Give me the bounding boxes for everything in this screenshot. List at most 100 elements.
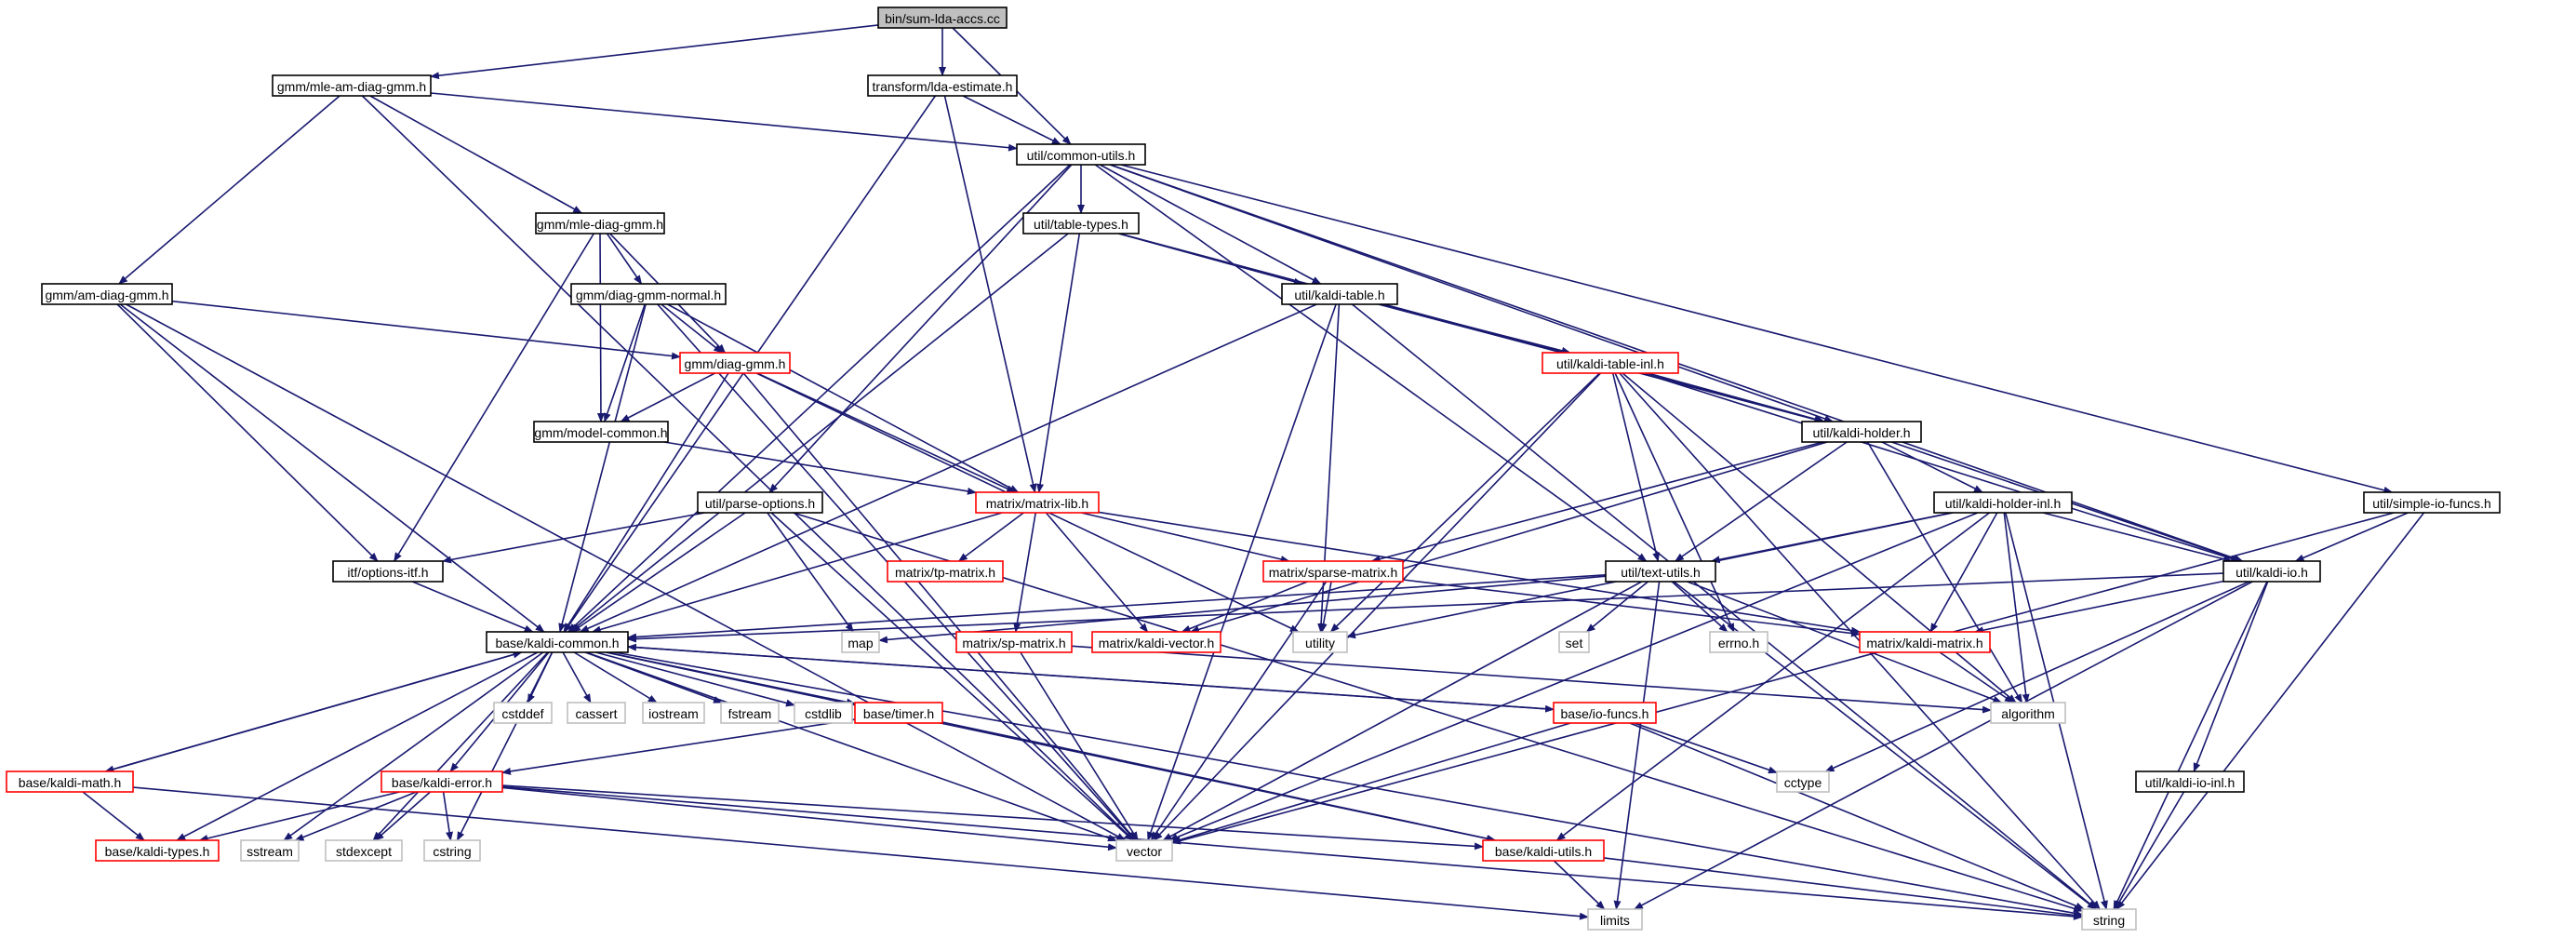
edge-mle-diag-to-diag-normal (606, 233, 643, 285)
edge-text-utils-to-errno (1671, 581, 1728, 633)
edge-kaldi-error-to-string (501, 785, 2083, 920)
node-kaldi-math[interactable]: base/kaldi-math.h (6, 770, 134, 793)
node-box (423, 839, 481, 862)
edge-kaldi-common-to-cstring (456, 651, 554, 841)
node-matrix-lib[interactable]: matrix/matrix-lib.h (975, 491, 1100, 514)
edge-holder-to-sparse-matrix (1370, 441, 1823, 563)
node-text-utils[interactable]: util/text-utils.h (1605, 560, 1716, 583)
node-box (332, 560, 444, 583)
node-limits: limits (1587, 908, 1643, 931)
node-box (867, 74, 1018, 97)
edge-am-diag-to-diag-gmm (171, 300, 681, 360)
node-box (1859, 631, 1991, 653)
node-timer[interactable]: base/timer.h (854, 702, 943, 724)
edge-kaldi-utils-to-limits (1553, 860, 1606, 910)
node-label: cstring (433, 844, 471, 859)
edge-common-utils-to-kaldi-table (1100, 164, 1322, 285)
edge-kaldi-error-to-kaldi-utils (501, 784, 1484, 851)
node-box (1933, 491, 2073, 514)
node-diag-gmm[interactable]: gmm/diag-gmm.h (679, 352, 791, 374)
node-label: base/kaldi-math.h (19, 775, 122, 790)
edge-transform-to-common-utils (962, 95, 1061, 145)
node-label: gmm/mle-diag-gmm.h (537, 217, 663, 232)
node-box (720, 702, 780, 724)
node-mle-diag[interactable]: gmm/mle-diag-gmm.h (535, 212, 665, 234)
node-kaldi-vector[interactable]: matrix/kaldi-vector.h (1091, 631, 1221, 653)
edge-mle-am-to-am-diag (118, 95, 340, 285)
node-simple-io[interactable]: util/simple-io-funcs.h (2363, 491, 2501, 514)
node-table-types[interactable]: util/table-types.h (1022, 212, 1140, 234)
edge-table-inl-to-errno (1614, 372, 1735, 633)
node-label: gmm/model-common.h (534, 425, 667, 440)
node-label: gmm/diag-gmm-normal.h (576, 288, 721, 302)
node-label: limits (1600, 913, 1630, 928)
node-box (1022, 212, 1140, 234)
edge-mle-am-to-common-utils (430, 92, 1018, 152)
node-io-funcs[interactable]: base/io-funcs.h (1553, 702, 1657, 724)
node-options-itf[interactable]: itf/options-itf.h (332, 560, 444, 583)
node-kaldi-table[interactable]: util/kaldi-table.h (1281, 283, 1398, 305)
node-label: base/kaldi-types.h (105, 844, 210, 859)
node-string: string (2081, 908, 2137, 931)
node-box (535, 212, 665, 234)
node-box (486, 631, 629, 653)
edge-parse-options-to-options-itf (442, 512, 705, 564)
node-kaldi-error[interactable]: base/kaldi-error.h (380, 770, 503, 793)
node-label: cstddef (501, 706, 543, 721)
node-cstring: cstring (423, 839, 481, 862)
node-label: errno.h (1718, 636, 1759, 650)
edge-timer-to-kaldi-utils (941, 721, 1497, 843)
edge-io-funcs-to-string (1629, 722, 2086, 910)
node-label: algorithm (2001, 706, 2055, 721)
node-sp-matrix[interactable]: matrix/sp-matrix.h (955, 631, 1073, 653)
node-mle-am[interactable]: gmm/mle-am-diag-gmm.h (272, 74, 432, 97)
node-label: base/kaldi-common.h (495, 636, 619, 650)
node-diag-normal[interactable]: gmm/diag-gmm-normal.h (570, 283, 727, 305)
edge-kaldi-table-to-vector (1147, 303, 1337, 841)
edge-diag-normal-to-diag-gmm (661, 303, 723, 354)
node-vector: vector (1115, 839, 1173, 862)
node-label: iostream (648, 706, 699, 721)
node-kaldi-types[interactable]: base/kaldi-types.h (95, 839, 220, 862)
edge-kaldi-table-to-kaldi-common (579, 303, 1317, 633)
edge-timer-to-kaldi-error (501, 718, 856, 775)
edge-mle-am-to-vector (361, 95, 1135, 841)
node-box (1605, 560, 1716, 583)
node-am-diag[interactable]: gmm/am-diag-gmm.h (41, 283, 173, 305)
edge-kaldi-common-to-stdexcept (372, 651, 549, 841)
nodes-layer: bin/sum-lda-accs.cc gmm/mle-am-diag-gmm.h… (6, 7, 2501, 931)
edge-kaldi-common-to-cassert (562, 651, 592, 704)
edge-matrix-lib-to-kaldi-matrix (1098, 511, 1861, 635)
edge-kaldi-common-to-kaldi-types (176, 651, 539, 841)
node-box (1587, 908, 1643, 931)
node-transform[interactable]: transform/lda-estimate.h (867, 74, 1018, 97)
edge-parse-options-to-vector (770, 512, 1134, 841)
node-holder-inl[interactable]: util/kaldi-holder-inl.h (1933, 491, 2073, 514)
node-holder[interactable]: util/kaldi-holder.h (1801, 421, 1922, 443)
node-kaldi-common[interactable]: base/kaldi-common.h (486, 631, 629, 653)
node-box (642, 702, 705, 724)
node-label: stdexcept (336, 844, 392, 859)
node-kaldi-io-inl[interactable]: util/kaldi-io-inl.h (2135, 770, 2245, 793)
node-kaldi-io[interactable]: util/kaldi-io.h (2222, 560, 2321, 583)
node-root[interactable]: bin/sum-lda-accs.cc (877, 7, 1008, 29)
node-kaldi-utils[interactable]: base/kaldi-utils.h (1482, 839, 1605, 862)
node-box (2222, 560, 2321, 583)
edge-holder-inl-to-kaldi-matrix (1929, 512, 1998, 633)
edge-kaldi-io-to-kaldi-common (627, 572, 2224, 643)
edge-holder-inl-to-kaldi-utils (1555, 512, 1990, 841)
edge-matrix-lib-to-sp-matrix (1013, 512, 1036, 633)
edge-table-inl-to-kaldi-io (1642, 372, 2241, 563)
node-tp-matrix[interactable]: matrix/tp-matrix.h (887, 560, 1004, 583)
node-iostream: iostream (642, 702, 705, 724)
node-model-common[interactable]: gmm/model-common.h (533, 421, 669, 443)
node-sparse-matrix[interactable]: matrix/sparse-matrix.h (1262, 560, 1404, 583)
edge-sparse-matrix-to-kaldi-matrix (1402, 579, 1861, 637)
edge-diag-normal-to-model-common (603, 303, 646, 422)
node-table-inl[interactable]: util/kaldi-table-inl.h (1542, 352, 1679, 374)
node-label: util/common-utils.h (1027, 148, 1136, 163)
node-common-utils[interactable]: util/common-utils.h (1016, 143, 1146, 166)
node-parse-options[interactable]: util/parse-options.h (697, 491, 823, 514)
edge-diag-gmm-to-model-common (620, 372, 715, 422)
node-kaldi-matrix[interactable]: matrix/kaldi-matrix.h (1859, 631, 1991, 653)
